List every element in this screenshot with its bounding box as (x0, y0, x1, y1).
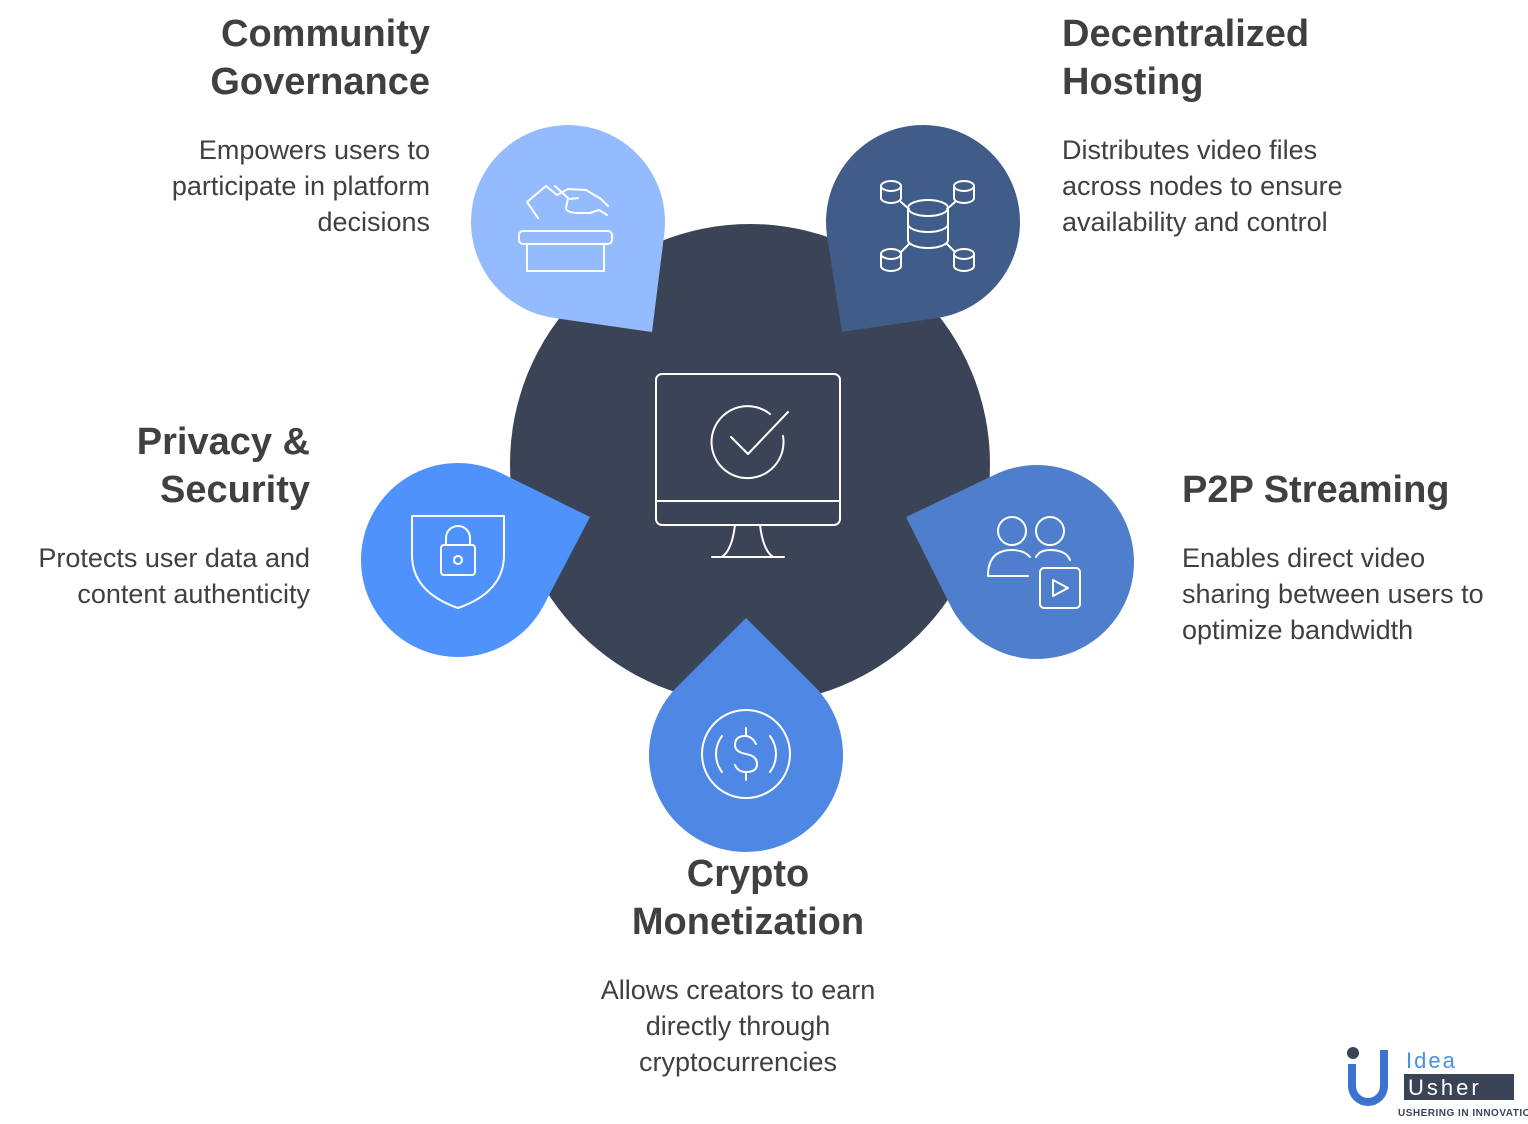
p2p-block: P2P Streaming Enables direct video shari… (1182, 466, 1502, 648)
logo-line1: Idea (1406, 1048, 1457, 1073)
hosting-title: Decentralized Hosting (1062, 13, 1310, 103)
users-video-icon (987, 516, 1081, 609)
ballot-box-icon (518, 185, 613, 272)
privacy-description: Protects user data and content authentic… (38, 543, 310, 609)
database-network-icon (880, 180, 975, 272)
governance-drop (471, 124, 666, 332)
governance-block: Community Governance Empowers users to p… (100, 10, 430, 240)
p2p-drop (906, 464, 1134, 659)
governance-title: Community Governance (210, 13, 430, 103)
hosting-description: Distributes video files across nodes to … (1062, 135, 1343, 237)
governance-description: Empowers users to participate in platfor… (171, 135, 430, 237)
p2p-description: Enables direct video sharing between use… (1182, 543, 1484, 645)
privacy-block: Privacy & Security Protects user data an… (0, 418, 310, 612)
central-hub (510, 224, 990, 704)
dollar-coin-icon (701, 709, 791, 799)
hosting-drop (826, 124, 1020, 332)
crypto-title: Crypto Monetization (631, 853, 865, 943)
p2p-title: P2P Streaming (1182, 469, 1450, 511)
privacy-title: Privacy & Security (136, 421, 310, 511)
crypto-block: Crypto Monetization Allows creators to e… (578, 850, 918, 1080)
hosting-block: Decentralized Hosting Distributes video … (1062, 10, 1392, 240)
logo-tagline: USHERING IN INNOVATION (1398, 1108, 1528, 1119)
shield-lock-icon (411, 515, 505, 609)
idea-usher-logo: Idea Usher USHERING IN INNOVATION (1344, 1040, 1528, 1124)
crypto-description: Allows creators to earn directly through… (600, 975, 876, 1077)
logo-line2: Usher (1408, 1075, 1482, 1100)
monitor-check-icon (655, 373, 841, 558)
